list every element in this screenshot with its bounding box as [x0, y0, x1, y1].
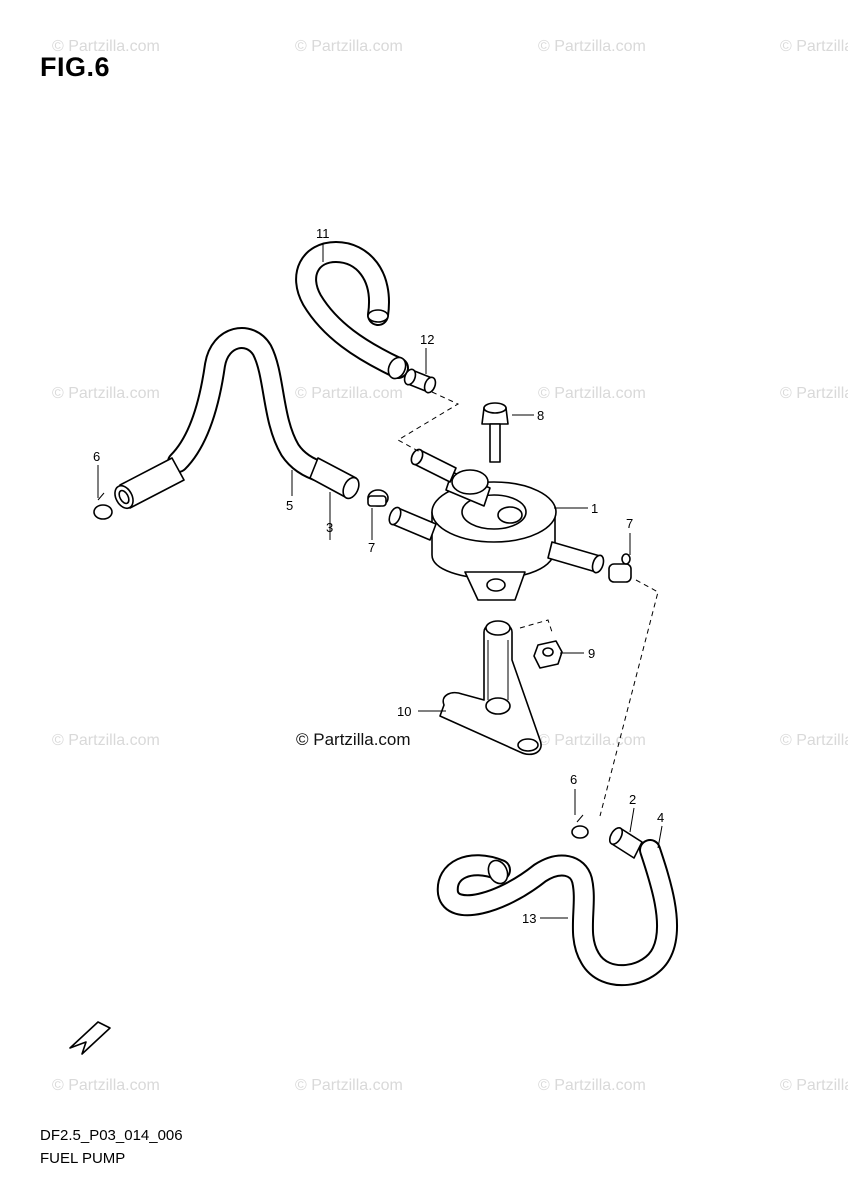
clamp-7-right[interactable] [608, 553, 632, 583]
watermark: © Partzilla.com [538, 38, 646, 55]
callout-3: 3 [326, 520, 333, 535]
callout-6-right: 6 [570, 772, 577, 787]
callout-7-left: 7 [368, 540, 375, 555]
watermark: © Partzilla.com [295, 38, 403, 55]
watermark: © Partzilla.com [295, 385, 403, 402]
callout-8: 8 [537, 408, 544, 423]
hose-5-left-end[interactable] [111, 457, 185, 511]
bracket-10[interactable] [439, 620, 542, 756]
forward-arrow: FWD [69, 1021, 111, 1055]
callout-9: 9 [588, 646, 595, 661]
watermark: © Partzilla.com [52, 385, 160, 402]
pipe-2[interactable] [607, 826, 643, 859]
watermark: © Partzilla.com [52, 732, 160, 749]
joint-12[interactable] [403, 368, 438, 394]
callout-10: 10 [397, 704, 411, 719]
nut-9[interactable] [533, 640, 563, 669]
callout-1: 1 [591, 501, 598, 516]
diagram-name: FUEL PUMP [40, 1150, 126, 1167]
callout-4: 4 [657, 810, 664, 825]
watermark: © Partzilla.com [780, 732, 848, 749]
leader-line [657, 825, 663, 849]
hose-13[interactable] [436, 839, 679, 987]
clip-6-left[interactable] [93, 492, 113, 520]
callout-5: 5 [286, 498, 293, 513]
hose-5[interactable] [167, 327, 333, 483]
watermark: © Partzilla.com [538, 385, 646, 402]
connection-line [396, 391, 460, 453]
leader-line [97, 492, 105, 501]
watermark: © Partzilla.com [538, 1077, 646, 1094]
callout-13: 13 [522, 911, 536, 926]
callout-12: 12 [420, 332, 434, 347]
callout-6-left: 6 [93, 449, 100, 464]
leader-line [576, 814, 584, 823]
watermark: © Partzilla.com [52, 38, 160, 55]
fuel-pump-body[interactable] [387, 448, 606, 601]
watermark: © Partzilla.com [780, 1077, 848, 1094]
leader-line [629, 807, 635, 833]
figure-title: FIG.6 [40, 52, 111, 82]
callout-11: 11 [316, 226, 330, 241]
connection-line [519, 619, 553, 633]
watermark: © Partzilla.com [780, 385, 848, 402]
hose-11[interactable] [295, 241, 409, 381]
clip-6-right[interactable] [571, 814, 589, 839]
watermark: © Partzilla.com [52, 1077, 160, 1094]
center-watermark: © Partzilla.com [296, 730, 411, 749]
pipe-3[interactable] [309, 457, 362, 501]
leader-line [487, 640, 509, 700]
connection-line [599, 579, 659, 817]
callout-2: 2 [629, 792, 636, 807]
bolt-8[interactable] [481, 402, 509, 463]
watermark: © Partzilla.com [295, 1077, 403, 1094]
callout-7-right: 7 [626, 516, 633, 531]
watermark: © Partzilla.com [780, 38, 848, 55]
clamp-7-left[interactable] [367, 489, 389, 507]
diagram-code: DF2.5_P03_014_006 [40, 1127, 183, 1144]
